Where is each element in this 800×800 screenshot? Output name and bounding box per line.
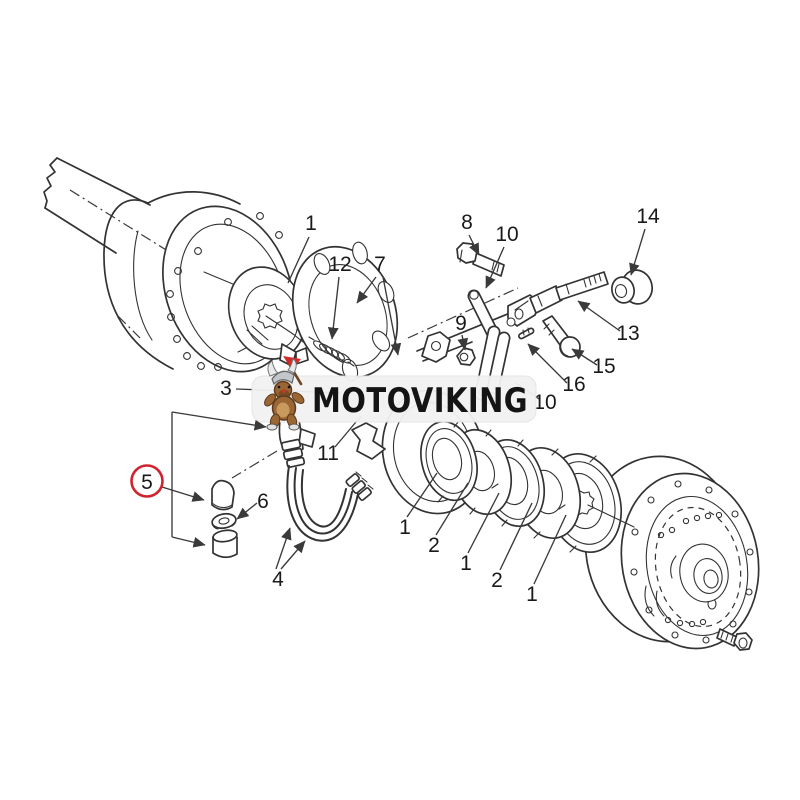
right-flywheel bbox=[584, 455, 760, 651]
callout-1-disc3: 1 bbox=[526, 583, 538, 606]
bolt-8 bbox=[456, 242, 505, 277]
washer-6 bbox=[211, 512, 237, 530]
mascot-foot-right bbox=[288, 423, 300, 431]
flange-bolt-holes bbox=[166, 212, 283, 371]
highlight-circle bbox=[130, 464, 164, 498]
cap-lower bbox=[212, 529, 238, 559]
drum-friction-disc bbox=[227, 266, 307, 360]
mascot-viking bbox=[264, 356, 305, 431]
callout-13: 13 bbox=[616, 322, 639, 345]
flywheel-hub bbox=[679, 543, 729, 603]
return-spring bbox=[308, 336, 355, 367]
callout-2-plate2: 2 bbox=[491, 569, 503, 592]
callout-11: 11 bbox=[317, 442, 339, 465]
mascot-nose bbox=[282, 389, 286, 393]
linkage-centerline bbox=[407, 287, 519, 339]
knob-14 bbox=[611, 269, 653, 305]
mascot-eye-left bbox=[277, 385, 281, 389]
flywheel-bolt bbox=[716, 628, 753, 651]
flywheel-rim-holes bbox=[630, 480, 754, 644]
mascot-arm-right bbox=[291, 392, 305, 404]
callout-7: 7 bbox=[374, 253, 386, 276]
nut-9 bbox=[456, 347, 476, 366]
callout-12: 12 bbox=[328, 253, 351, 276]
mascot-arm-left bbox=[264, 393, 276, 407]
callout-3: 3 bbox=[220, 377, 232, 400]
mascot-foot-left bbox=[266, 423, 278, 431]
watermark: MOTOVIKING bbox=[251, 356, 537, 431]
callout-2-plate1: 2 bbox=[428, 534, 440, 557]
callout-1-disc1: 1 bbox=[399, 516, 411, 539]
callout-6: 6 bbox=[257, 490, 269, 513]
callout-14: 14 bbox=[636, 205, 660, 228]
callout-1-disc2: 1 bbox=[460, 552, 472, 575]
clutch-disc-stack bbox=[420, 420, 635, 554]
callout-10-lower: 10 bbox=[533, 391, 556, 414]
mascot-belly bbox=[276, 402, 290, 418]
callout-8: 8 bbox=[461, 211, 473, 234]
callout-9: 9 bbox=[455, 312, 467, 335]
callout-16: 16 bbox=[562, 373, 585, 396]
pin-16 bbox=[518, 327, 535, 340]
helmet-horn-left bbox=[267, 360, 280, 377]
helmet bbox=[271, 370, 295, 386]
watermark-pill bbox=[251, 375, 537, 423]
watermark-brand-text: MOTOVIKING bbox=[312, 381, 528, 421]
flywheel-face-holes bbox=[657, 511, 723, 628]
pressure-plate-ring bbox=[291, 241, 399, 382]
callout-5: 5 bbox=[141, 471, 153, 494]
callout-1-drum: 1 bbox=[305, 212, 317, 235]
shaft-centerline bbox=[69, 189, 257, 307]
callout-10-upper: 10 bbox=[495, 223, 518, 246]
hydraulic-hoses bbox=[286, 465, 374, 542]
callout-15: 15 bbox=[592, 355, 615, 378]
helmet-horn-right bbox=[287, 358, 297, 374]
input-shaft-drawing bbox=[43, 157, 257, 307]
adjust-rod-13 bbox=[529, 271, 609, 314]
spline-hub bbox=[257, 303, 283, 329]
highlighted-callout-5: 5 bbox=[130, 464, 164, 498]
friction-disc-1 bbox=[420, 420, 478, 503]
mascot-eye-right bbox=[287, 385, 291, 389]
cap-upper bbox=[211, 479, 235, 511]
housing-top-lug bbox=[421, 331, 451, 363]
housing-lug bbox=[351, 422, 386, 460]
valve-centerline bbox=[231, 450, 278, 479]
callout-4: 4 bbox=[272, 568, 284, 591]
callout-labels: 1 12 7 8 10 14 9 13 15 16 3 11 10 6 4 1 … bbox=[220, 205, 660, 606]
